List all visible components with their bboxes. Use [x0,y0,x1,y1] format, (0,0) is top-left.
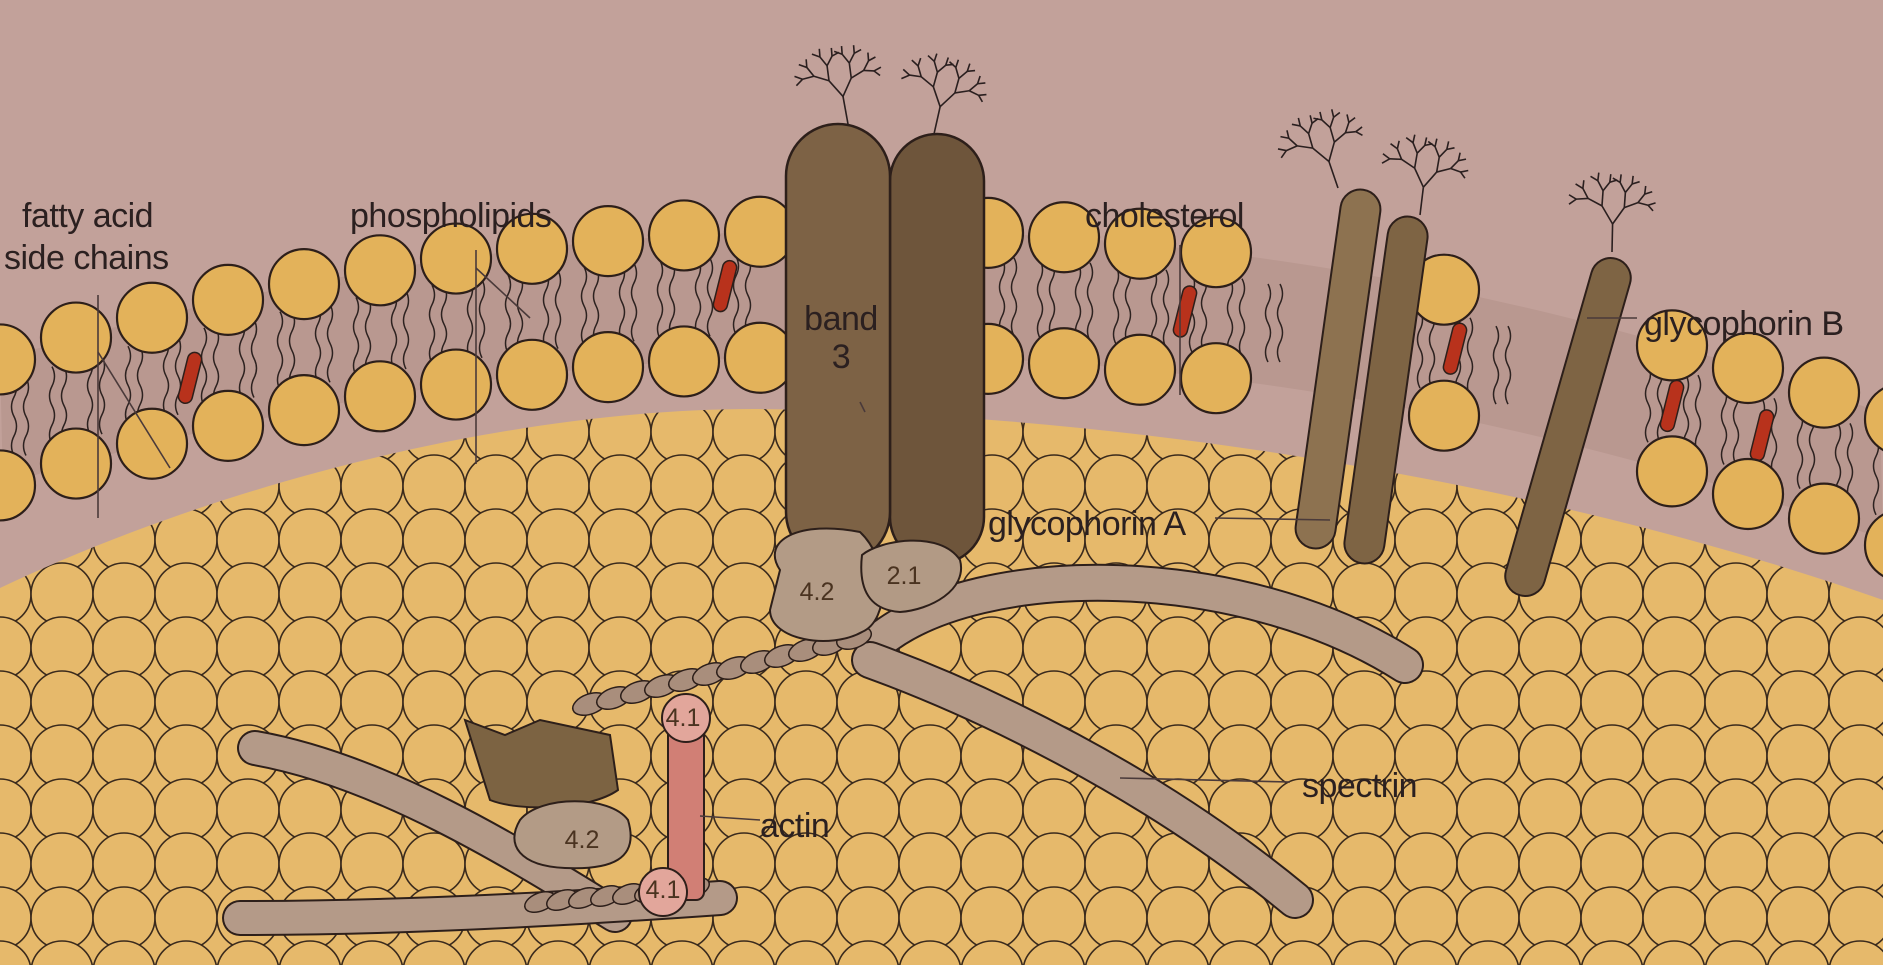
glycan-chain [979,95,987,96]
protein-4-2-bottom-label: 4.2 [547,826,617,855]
band3-label-line2: 3 [796,337,886,377]
glycan-chain [1598,173,1599,181]
glycan-chain [967,71,975,72]
phospholipid-head [41,429,111,499]
phospholipid-head [41,303,111,373]
glycan-chain [1576,198,1588,199]
label-actin: actin [760,806,829,846]
glycan-chain [1620,174,1621,182]
phospholipid-head [269,375,339,445]
glycan-chain [1645,186,1646,194]
glycan-chain [806,59,807,67]
label-phospholipids: phospholipids [350,196,551,236]
glycan-chain [819,49,820,57]
phospholipid-head [345,361,415,431]
glycan-chain [842,46,843,54]
glycan-chain [1632,176,1633,184]
glycan-chain [1610,174,1611,182]
label-glycophorin-a: glycophorin A [988,504,1186,544]
phospholipid-head [1105,335,1175,405]
phospholipid-head [1029,328,1099,398]
label-fatty-acid-line1: fatty acid [22,196,153,236]
glycan-chain [1612,224,1613,252]
band3-label-line1: band [796,299,886,339]
phospholipid-head [649,326,719,396]
phospholipid-head [117,409,187,479]
adducin-complex [465,720,618,807]
phospholipid-head [117,283,187,353]
glycan-chain [978,83,986,84]
protein-4-1-top-label: 4.1 [648,704,718,733]
phospholipid-head [725,323,795,393]
phospholipid-head [269,249,339,319]
phospholipid-head [725,197,795,267]
phospholipid-head [1713,459,1783,529]
glycan-chain [831,48,832,56]
phospholipid-head [1789,484,1859,554]
phospholipid-head [193,265,263,335]
phospholipid-head [649,200,719,270]
protein-4-2-top-label: 4.2 [782,578,852,607]
glycan-chain [1602,191,1603,206]
protein-4-1-bottom-label: 4.1 [628,876,698,905]
phospholipid-head [1789,358,1859,428]
phospholipid-head [573,332,643,402]
phospholipid-head [193,391,263,461]
phospholipid-head [345,235,415,305]
band3-protein-back [890,134,984,564]
glycan-chain [864,70,874,71]
label-spectrin: spectrin [1302,766,1417,806]
glycan-chain [1583,180,1584,188]
glycan-chain [854,45,855,53]
phospholipid-head [1637,436,1707,506]
phospholipid-head [421,350,491,420]
phospholipid-head [497,340,567,410]
phospholipid-head [1181,343,1251,413]
phospholipid-head [573,206,643,276]
label-fatty-acid-line2: side chains [4,238,169,278]
protein-2-1-label: 2.1 [869,562,939,591]
label-glycophorin-b: glycophorin B [1644,304,1844,344]
glycan-chain [1624,193,1625,208]
label-cholesterol: cholesterol [1085,196,1244,236]
glycan-chain [868,53,869,61]
glycan-chain [1345,132,1355,133]
phospholipid-head [1409,381,1479,451]
